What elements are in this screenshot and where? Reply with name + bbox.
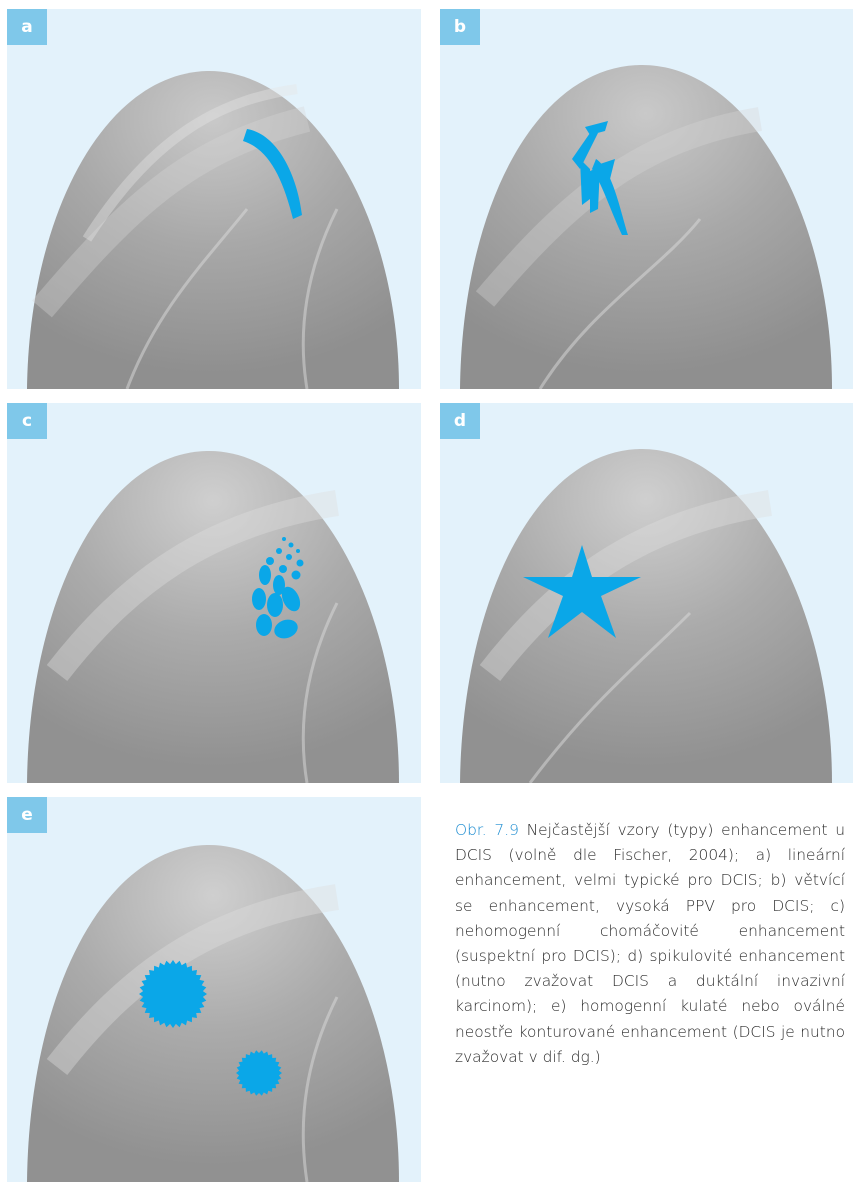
- panel-c: c: [7, 403, 421, 783]
- caption-label: Obr. 7.9: [455, 821, 519, 839]
- mammogram-image-e: [7, 797, 421, 1182]
- caption-text: Nejčastější vzory (typy) enhancement u D…: [455, 821, 845, 1066]
- panel-label-b: b: [440, 9, 480, 45]
- panel-label-c: c: [7, 403, 47, 439]
- large-round-focus-shape: [139, 960, 207, 1028]
- figure-caption: Obr. 7.9 Nejčastější vzory (typy) enhanc…: [455, 818, 845, 1070]
- panel-label-a: a: [7, 9, 47, 45]
- panel-d: d: [440, 403, 853, 783]
- panel-a: a: [7, 9, 421, 389]
- mammogram-image-d: [440, 403, 853, 783]
- panel-e: e: [7, 797, 421, 1182]
- mammogram-image-a: [7, 9, 421, 389]
- panel-label-e: e: [7, 797, 47, 833]
- panel-label-d: d: [440, 403, 480, 439]
- mammogram-image-b: [440, 9, 853, 389]
- panel-b: b: [440, 9, 853, 389]
- mammogram-image-c: [7, 403, 421, 783]
